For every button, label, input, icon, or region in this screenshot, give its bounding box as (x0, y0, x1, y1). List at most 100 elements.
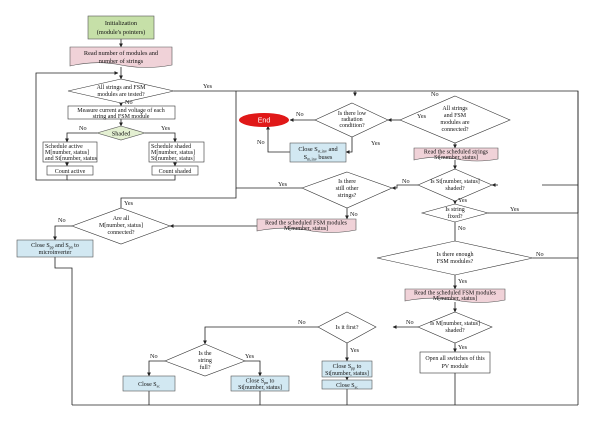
close-buses-close: Close S (298, 146, 318, 153)
label-st-shaded-no: No (402, 178, 410, 185)
count-shaded-box: Count shaded (151, 165, 199, 176)
close-buses-line-2: Sm,inv buses (304, 154, 333, 163)
read-modules-box: Read number of modules and number of str… (69, 46, 173, 68)
label-full-yes: Yes (245, 353, 255, 360)
all-m-connected-line-3: connected? (108, 230, 135, 236)
all-m-connected-decision: Are all M[number, status] connected? (71, 207, 171, 245)
all-connected-line-3: modules are (440, 120, 469, 126)
label-shaded-yes: Yes (161, 125, 171, 132)
label-enough-yes: Yes (458, 278, 468, 285)
label-still-other-no: No (350, 211, 358, 218)
close-pn-st-line-2: St[number, status] (238, 385, 282, 391)
measure-line-1: Measure current and voltage of each (77, 107, 164, 114)
schedule-active-box: Schedule active M[number, status] and St… (42, 141, 98, 163)
label-full-no: No (150, 353, 158, 360)
read-sched-fsm2-line-2: M[number, status] (433, 296, 477, 302)
close-buses-box: Close Sst,inv and Sm,inv buses (289, 142, 347, 163)
close-sc-left-label: Close Ssc (138, 382, 160, 389)
count-active-label: Count active (55, 169, 86, 175)
read-modules-line-1: Read number of modules and (84, 50, 159, 57)
m-shaded-line-2: shaded? (445, 328, 465, 334)
m-shaded-decision: Is M[number, status] shaded? (417, 311, 493, 344)
label-m-shaded-no: No (406, 319, 414, 326)
close-buses-s: S (304, 154, 308, 161)
close-microinv-sub-2: pn (69, 245, 73, 250)
close-pn-st-to: to (268, 379, 274, 385)
shaded-label: Shaded (112, 131, 131, 138)
all-connected-line-1: All strings (442, 106, 468, 112)
close-microinv-sub-1: pp (50, 245, 54, 250)
all-connected-decision: All strings and FSM modules are connecte… (399, 95, 511, 144)
read-sched-fsm-line-2: M[number, status] (284, 226, 328, 232)
all-m-connected-line-2: M[number, status] (99, 223, 143, 229)
sched-shaded-line-2: M[number, status] (151, 150, 195, 156)
initialization-box: Initialization (module's pointers) (87, 15, 155, 40)
read-sched-strings-line-1: Read the scheduled strings (424, 150, 489, 156)
first-decision: Is it first? (317, 311, 377, 344)
label-low-rad-yes: Yes (371, 140, 381, 147)
close-microinv-line-1: Close Spp and Spn to (31, 243, 79, 250)
open-switches-line-1: Open all switches of this (425, 355, 485, 362)
init-line-1: Initialization (105, 20, 138, 27)
close-sc-left-sub: sc (157, 384, 161, 389)
close-microinv-line-2: microinverter (39, 250, 72, 256)
label-shaded-no: No (79, 125, 87, 132)
close-pp-st-sub: pp (351, 366, 355, 371)
close-buses-line-1: Close Sst,inv and (298, 146, 338, 155)
st-shaded-line-2: shaded? (445, 186, 465, 192)
read-sched-fsm2-box: Read the scheduled FSM modules M[number,… (404, 288, 506, 303)
close-microinverter-box: Close Spp and Spn to microinverter (16, 239, 94, 258)
label-all-conn-no: No (431, 91, 439, 98)
close-pp-st-close: Close S (333, 364, 352, 370)
close-pp-st-box: Close Spp to St[number, status] (321, 360, 373, 378)
enough-fsm-line-1: Is there enough (437, 252, 474, 258)
close-buses-and: and (327, 146, 339, 153)
all-connected-line-2: and FSM (444, 113, 467, 119)
first-label: Is it first? (336, 324, 359, 331)
m-shaded-line-1: Is M[number, status] (430, 321, 480, 327)
read-modules-line-2: number of strings (99, 58, 144, 65)
label-all-m-yes: Yes (124, 200, 134, 207)
string-full-line-1: Is the (198, 351, 212, 357)
string-full-decision: Is the string full? (164, 343, 246, 377)
sched-active-line-2: M[number, status] (45, 150, 89, 156)
label-all-conn-yes: Yes (417, 113, 427, 120)
label-m-shaded-yes: Yes (458, 344, 468, 351)
still-other-line-1: Is there (338, 179, 356, 185)
close-buses-sub-1: st,inv (318, 149, 328, 155)
close-sc-mid-close: Close S (336, 383, 355, 389)
sched-shaded-line-1: Schedule shaded (151, 144, 191, 150)
read-sched-strings-line-2: St[number, status] (434, 155, 478, 161)
label-first-yes: Yes (350, 347, 360, 354)
close-sc-left-box: Close Ssc (122, 375, 176, 392)
st-shaded-decision: Is St[number, status] shaded? (417, 168, 493, 202)
read-sched-strings-box: Read the scheduled strings St[number, st… (413, 147, 499, 162)
label-all-tested-yes: Yes (203, 83, 213, 90)
enough-fsm-line-2: FSM modules? (437, 259, 474, 265)
close-buses-buses: buses (317, 154, 333, 161)
close-sc-mid-box: Close Ssc (321, 379, 373, 390)
sched-active-line-3: and St[number, status (45, 156, 98, 162)
measure-line-2: string and FSM module (93, 114, 150, 120)
label-enough-no: No (536, 251, 544, 258)
string-fixed-line-1: Is string (445, 207, 465, 213)
still-other-decision: Is there still other strings? (301, 171, 393, 209)
label-low-rad-no: No (296, 111, 304, 118)
close-buses-sub-2: m,inv (307, 157, 318, 163)
close-microinv-close: Close S (31, 243, 50, 249)
sched-active-line-1: Schedule active (45, 144, 83, 150)
close-sc-mid-sub: sc (355, 385, 359, 390)
label-st-shaded-yes: Yes (458, 197, 468, 204)
all-tested-line-1: All strings and FSM (97, 85, 147, 91)
low-radiation-decision: Is there low radiation condition? (314, 102, 389, 138)
label-still-other-yes: Yes (278, 181, 288, 188)
close-pn-st-box: Close Spn to St[number, status] (230, 375, 290, 392)
end-label: End (258, 118, 271, 125)
all-m-connected-line-1: Are all (113, 216, 130, 222)
low-radiation-line-3: condition? (339, 123, 365, 129)
close-microinv-to: to (73, 243, 79, 249)
open-switches-box: Open all switches of this PV module (419, 351, 491, 374)
close-pp-st-line-1: Close Spp to (333, 364, 362, 371)
open-switches-line-2: PV module (441, 364, 468, 370)
